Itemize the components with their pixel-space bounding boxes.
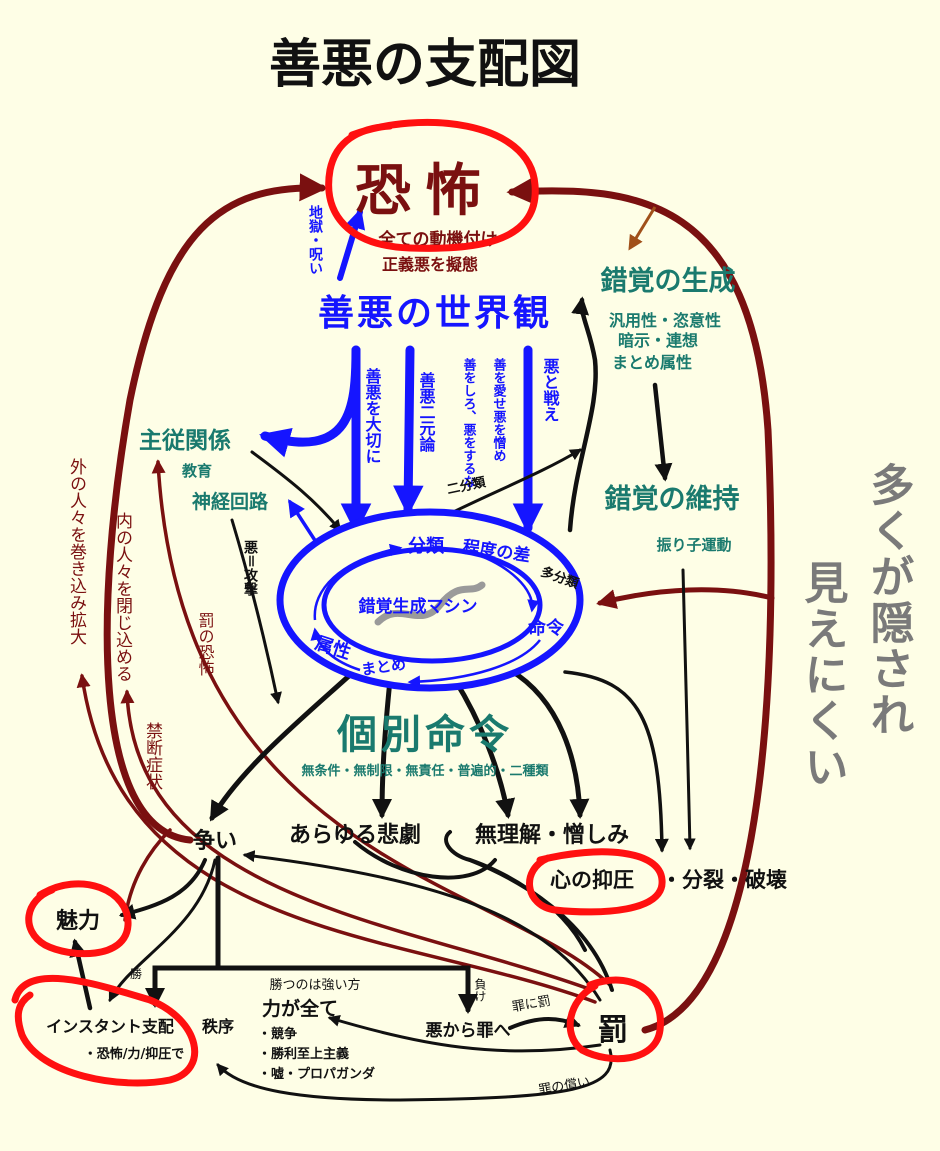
evil-to-sin-label: 悪から罪へ (426, 1021, 511, 1041)
circle-fear (325, 118, 539, 252)
machine-classify: 分類 (408, 536, 445, 557)
circle-suppression (526, 848, 666, 916)
master-to-machine (250, 450, 342, 532)
fear-of-punish-arrow (151, 459, 612, 987)
tragedy-label: あらゆる悲劇 (289, 822, 421, 848)
illusion-machine: 錯覚生成マシン 分類 程度の差 多分類 命令 属性 まとめ (276, 508, 584, 692)
circle-punish (566, 976, 664, 1063)
win-label: 勝 (130, 966, 142, 981)
to-conflict (209, 672, 353, 822)
evil-attack-arrow (230, 518, 282, 705)
atonement-loop (216, 1048, 613, 1102)
outer-people-label: 外の人々を巻き込み拡大 (66, 458, 87, 645)
loop-to-machine (596, 587, 775, 609)
worm-image (374, 581, 486, 626)
order-suffix-label: 秩序 (202, 1017, 234, 1036)
inner-people-arrow (120, 689, 594, 992)
loop-punishment-to-fear (506, 176, 775, 1034)
worldview-label: 善悪の世界観 (318, 293, 552, 334)
neural-label: 神経回路 (192, 490, 269, 513)
might-item-1: ・勝利至上主義 (258, 1046, 349, 1062)
unreason-label: 無理解・憎しみ (475, 822, 629, 848)
lose-label: 負け (473, 978, 487, 1002)
arrow-to-neural (288, 499, 320, 547)
conflict-to-charm (118, 858, 207, 920)
illusion-keep-label: 錯覚の維持 (605, 483, 740, 515)
arrow-to-master (259, 345, 361, 458)
machine-to-split (563, 670, 669, 853)
loop-conflict-to-fear (103, 173, 328, 844)
might-label: 力が全て (262, 997, 338, 1020)
inner-people-label: 内の人々を閉じ込める (112, 512, 133, 682)
master-servant-label: 主従関係 (139, 427, 231, 454)
split-label: ・分裂・破壊 (661, 868, 787, 892)
hatred-to-punish (353, 840, 497, 880)
label-dualism: 善悪二元論 (417, 371, 436, 453)
gen-to-keep (652, 382, 673, 482)
red-circles (11, 118, 666, 1087)
pendulum-label: 振り子運動 (656, 536, 731, 554)
fear-of-punish-label: 罰の恐怖 (196, 612, 215, 676)
punish-to-might (327, 1015, 602, 1053)
to-hatred (507, 667, 590, 819)
to-tragedy (372, 677, 393, 819)
machine-inner-ring (321, 546, 543, 664)
label-do-good: 善をしろ、悪をするな (461, 357, 477, 488)
illusion-gen-sub2: 暗示・連想 (618, 331, 698, 350)
charm-label: 魅力 (56, 908, 100, 934)
fear-sub2: 正義悪を擬態 (382, 255, 478, 274)
instant-rule-label: インスタント支配 (46, 1017, 174, 1036)
hidden-col1: 多くが隠され (863, 462, 914, 738)
evil-attack-label: 悪＝攻撃 (242, 540, 258, 597)
might-item-2: ・嘘・プロパガンダ (258, 1066, 375, 1082)
suppression-label: 心の抑圧 (550, 868, 634, 892)
arrow-dualism (393, 345, 424, 517)
instant-sub-label: ・恐怖/力/抑圧で (84, 1046, 185, 1062)
label-fight-evil: 悪と戦え (541, 358, 560, 422)
black-arrows (69, 296, 696, 1102)
blue-arrows (259, 208, 544, 547)
maroon-loops (76, 173, 775, 1034)
fear-label: 恐怖 (355, 159, 495, 224)
label-cherish: 善悪を大切に (363, 367, 382, 464)
page-title: 善悪の支配図 (269, 35, 581, 95)
individual-orders-label: 個別命令 (336, 712, 513, 758)
illusion-gen-sub1: 汎用性・恣意性 (609, 311, 721, 330)
illusion-gen-label: 錯覚の生成 (601, 265, 736, 297)
illusion-gen-sub3: まとめ属性 (612, 353, 692, 372)
hell-curse-label: 地獄・呪い (307, 204, 324, 275)
education-label: 教育 (181, 462, 212, 480)
machine-to-illusion-gen (567, 296, 598, 533)
punish-to-conflict (242, 850, 602, 1002)
might-item-0: ・競争 (258, 1026, 297, 1042)
brown-arrow (628, 206, 657, 251)
conflict-label: 争い (193, 828, 237, 854)
hidden-col2: 見えにくい (797, 560, 849, 790)
label-love-good: 善を愛せ悪を憎め (491, 357, 507, 462)
inner-cycle-arrows (310, 543, 541, 688)
circle-instant (11, 974, 199, 1087)
machine-command: 命令 (528, 617, 565, 639)
orders-sub-label: 無条件・無制限・無責任・普遍的・二種類 (301, 763, 549, 779)
strong-wins-label: 勝つのは強い方 (269, 977, 360, 993)
worldview-to-fear-arrow (337, 208, 366, 281)
conflict-to-instant (108, 858, 217, 1003)
to-unreason (452, 677, 516, 819)
machine-center-label: 錯覚生成マシン (359, 596, 478, 617)
keep-to-split (681, 568, 696, 851)
outer-people-arrow (76, 673, 597, 1004)
sin-punish-label: 罪に罰 (511, 994, 552, 1016)
atonement-label: 罪の償い (537, 1075, 591, 1099)
withdrawal-label: 禁断症状 (142, 722, 163, 790)
punishment-label: 罰 (598, 1013, 628, 1048)
circle-charm (25, 880, 132, 958)
